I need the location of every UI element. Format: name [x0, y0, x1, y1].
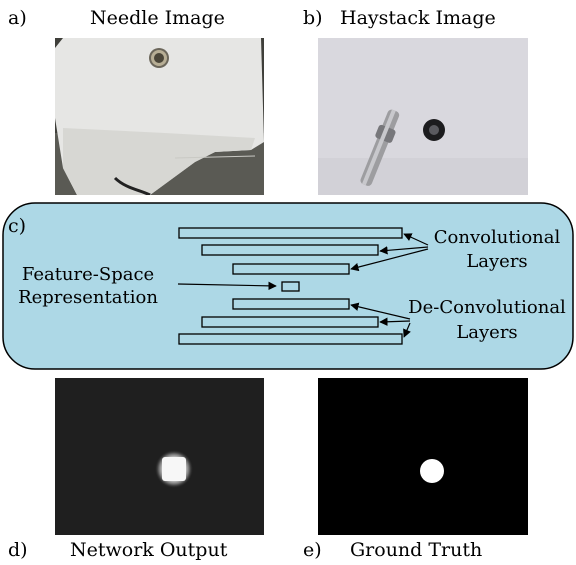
feature-label-line2: Representation [18, 287, 158, 308]
haystack-image [318, 38, 528, 195]
panel-c-letter: c) [8, 215, 26, 237]
conv-arrow-1 [403, 233, 429, 246]
architecture-diagram: c) Convolutional Layers Feature-Space Re… [2, 202, 574, 370]
deconv-arrow-3 [403, 322, 411, 338]
conv-arrow-2 [379, 246, 429, 255]
panel-d-letter: d) [8, 539, 28, 561]
deconv-layer-2 [201, 316, 379, 328]
panel-e-letter: e) [303, 539, 322, 561]
panel-b-title: Haystack Image [340, 7, 496, 29]
panel-d-title: Network Output [70, 539, 228, 561]
needle-image [55, 38, 264, 195]
feature-space-box [281, 281, 300, 292]
ground-truth-image [318, 378, 528, 535]
panel-a-letter: a) [8, 7, 27, 29]
panel-e-title: Ground Truth [350, 539, 483, 561]
panel-a-title: Needle Image [90, 7, 225, 29]
deconv-arrow-2 [379, 317, 411, 326]
conv-layer-2 [201, 244, 379, 256]
deconv-label-line2: Layers [456, 322, 517, 343]
panel-b-letter: b) [303, 7, 323, 29]
network-output-image [55, 378, 264, 535]
conv-label-line1: Convolutional [434, 227, 561, 248]
conv-label-line2: Layers [466, 251, 527, 272]
conv-layer-3 [232, 263, 350, 275]
deconv-arrow-1 [350, 302, 411, 320]
deconv-layer-3 [178, 333, 403, 345]
conv-layer-1 [178, 227, 403, 239]
feature-label-line1: Feature-Space [22, 264, 154, 285]
feature-arrow [177, 281, 277, 291]
conv-arrow-3 [350, 248, 429, 272]
deconv-layer-1 [232, 298, 350, 310]
deconv-label-line1: De-Convolutional [408, 297, 566, 318]
